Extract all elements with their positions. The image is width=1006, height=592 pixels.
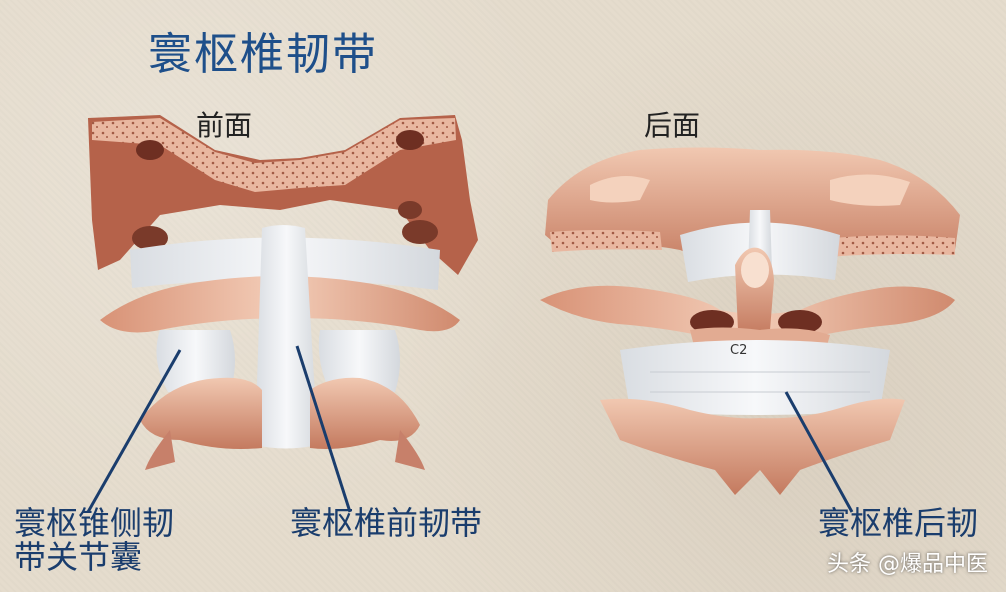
lateral-capsule-right xyxy=(318,330,400,392)
back-view-illustration xyxy=(540,147,960,495)
c2-vertebra-label: C2 xyxy=(730,343,748,358)
leader-line-anterior xyxy=(295,345,352,513)
posterior-ligament-label: 寰枢椎后韧 xyxy=(818,504,979,542)
diagram-title: 寰枢椎韧带 xyxy=(148,29,378,80)
axis-spinous-process xyxy=(600,398,905,495)
front-view-illustration xyxy=(88,115,478,470)
front-view-label: 前面 xyxy=(196,109,253,142)
foramen-left xyxy=(136,140,164,160)
lateral-capsule-label-line2: 带关节囊 xyxy=(14,538,143,576)
anterior-ligament-band xyxy=(255,225,318,449)
watermark: 头条 @爆品中医 xyxy=(827,552,988,577)
lateral-capsule-left xyxy=(156,330,235,392)
occipital-cut-surface xyxy=(92,118,456,192)
lateral-capsule-label: 寰枢锥侧韧 带关节囊 xyxy=(14,506,174,574)
leader-line-lateral xyxy=(86,349,182,513)
back-view-label: 后面 xyxy=(644,109,701,142)
foramen-right xyxy=(396,130,424,150)
leader-line-posterior xyxy=(784,391,854,513)
posterior-ligament-band xyxy=(620,340,890,415)
anterior-ligament-label: 寰枢椎前韧带 xyxy=(290,504,483,542)
lateral-capsule-label-line1: 寰枢锥侧韧 xyxy=(14,504,175,542)
